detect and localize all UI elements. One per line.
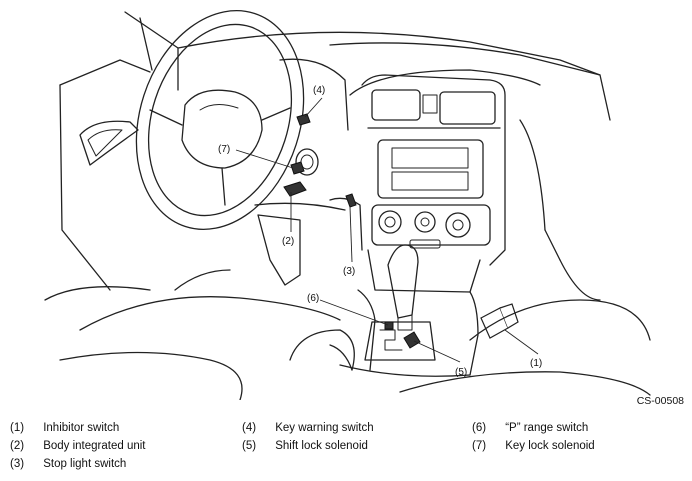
seats-and-floor: [59, 259, 651, 400]
callout-1: (1): [530, 358, 542, 369]
center-console: [339, 74, 506, 377]
car-interior-diagram: (4) (7) (2) (3) (6) (5) (1): [44, 10, 651, 400]
legend-item: (5) Shift lock solenoid: [242, 440, 368, 452]
legend-label: “P” range switch: [505, 422, 589, 434]
leader-lines: [235, 97, 539, 363]
legend-label: Key lock solenoid: [505, 440, 595, 452]
legend-item: (1) Inhibitor switch: [10, 422, 119, 434]
legend-item: (4) Key warning switch: [242, 422, 374, 434]
shift-lever: [364, 244, 436, 361]
figure-code: CS-00508: [636, 395, 684, 407]
legend-label: Body integrated unit: [43, 440, 146, 452]
legend-number: (4): [242, 422, 257, 434]
key-warning-switch-part: [296, 113, 311, 126]
legend-number: (1): [10, 422, 25, 434]
instrument-area: [254, 58, 363, 286]
dashboard-top: [177, 31, 611, 261]
legend-number: (6): [472, 422, 487, 434]
legend-label: Stop light switch: [43, 458, 127, 470]
callout-4: (4): [313, 85, 325, 96]
callout-7: (7): [218, 144, 230, 155]
body-integrated-unit-part: [283, 181, 307, 197]
legend-item: (6) “P” range switch: [472, 422, 588, 434]
callout-6: (6): [307, 293, 319, 304]
legend-number: (3): [10, 458, 25, 470]
legend-item: (3) Stop light switch: [10, 458, 126, 470]
legend-item: (7) Key lock solenoid: [472, 440, 595, 452]
callout-3: (3): [343, 266, 355, 277]
legend-number: (7): [472, 440, 487, 452]
callout-2: (2): [282, 236, 294, 247]
left-door-panel: [44, 11, 179, 301]
legend-number: (5): [242, 440, 257, 452]
stop-light-switch-part: [345, 193, 357, 208]
legend-label: Shift lock solenoid: [275, 440, 368, 452]
steering-wheel: [135, 10, 305, 230]
key-lock-solenoid-part: [290, 161, 305, 175]
legend-item: (2) Body integrated unit: [10, 440, 146, 452]
callout-5: (5): [455, 367, 467, 378]
legend-number: (2): [10, 440, 25, 452]
parts-legend: (1) Inhibitor switch (2) Body integrated…: [10, 422, 690, 478]
legend-label: Inhibitor switch: [43, 422, 120, 434]
legend-label: Key warning switch: [275, 422, 374, 434]
